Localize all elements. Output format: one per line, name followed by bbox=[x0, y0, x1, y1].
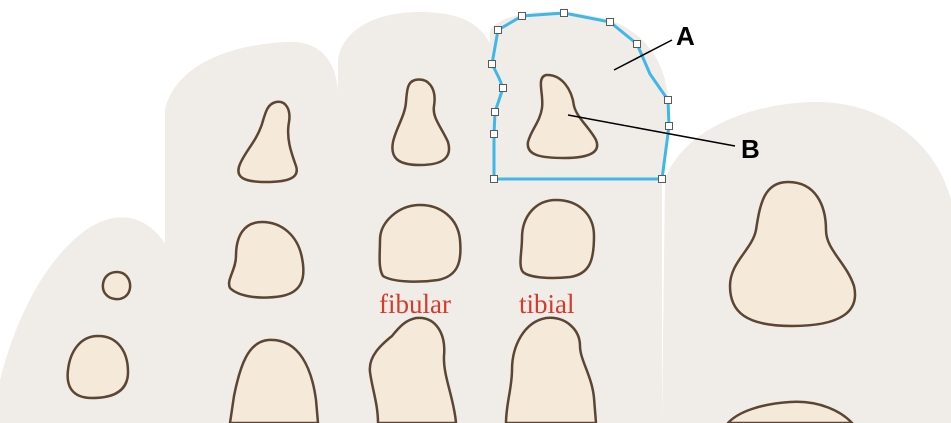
sesamoid-small bbox=[103, 272, 130, 299]
handle[interactable] bbox=[659, 176, 666, 183]
handle[interactable] bbox=[489, 61, 496, 68]
handle[interactable] bbox=[519, 13, 526, 20]
label-b: B bbox=[741, 134, 760, 164]
handle[interactable] bbox=[491, 176, 498, 183]
middle-phalanx-4 bbox=[520, 200, 594, 278]
handle[interactable] bbox=[492, 109, 499, 116]
tibial-label: tibial bbox=[519, 289, 575, 319]
handle[interactable] bbox=[491, 131, 498, 138]
handle[interactable] bbox=[561, 10, 568, 17]
handle[interactable] bbox=[665, 97, 672, 104]
phalanx-1 bbox=[68, 336, 128, 398]
handle[interactable] bbox=[495, 27, 502, 34]
label-a: A bbox=[676, 21, 695, 51]
handle[interactable] bbox=[500, 85, 507, 92]
middle-phalanx-3 bbox=[380, 205, 461, 282]
handle[interactable] bbox=[607, 19, 614, 26]
handle[interactable] bbox=[634, 41, 641, 48]
fibular-label: fibular bbox=[379, 289, 451, 319]
handle[interactable] bbox=[666, 123, 673, 130]
